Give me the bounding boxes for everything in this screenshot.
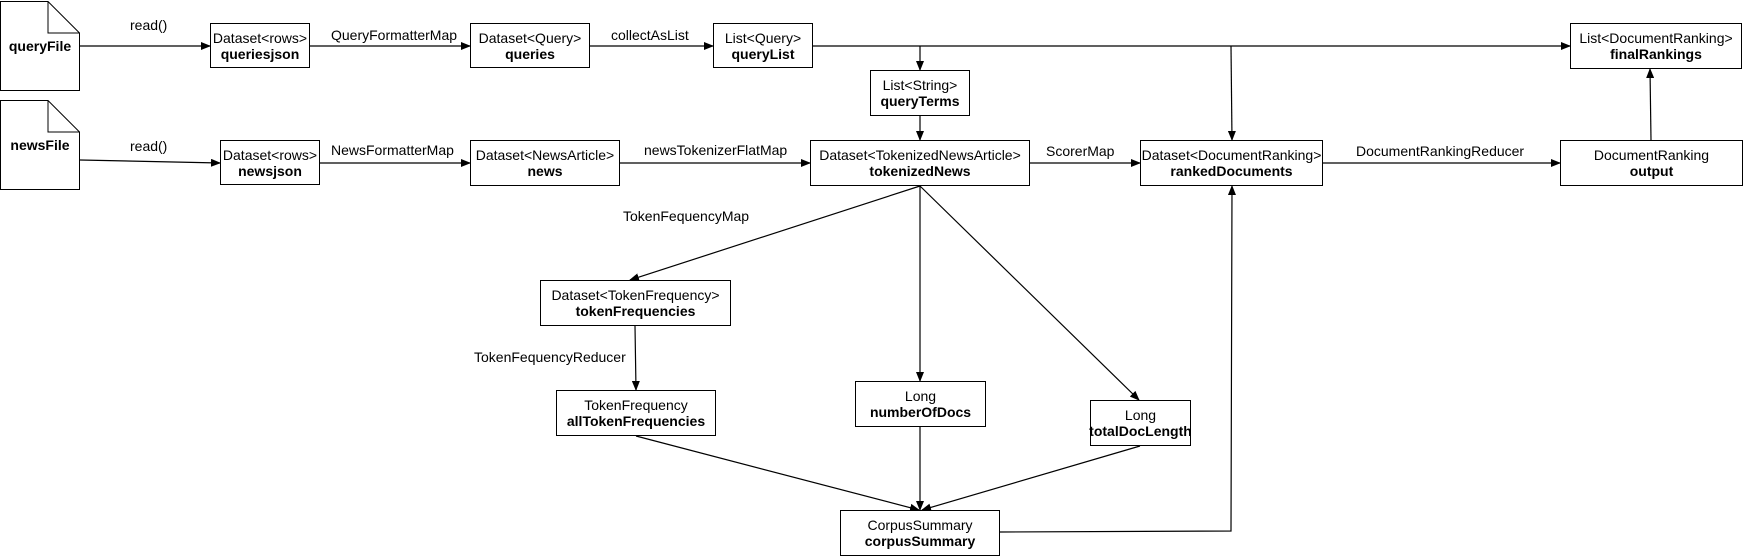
node-type: DocumentRanking xyxy=(1593,147,1710,163)
edge-label-collect-as-list: collectAsList xyxy=(611,27,689,43)
node-name: newsjson xyxy=(238,162,302,179)
node-type: Long xyxy=(904,388,937,404)
node-type: Dataset<NewsArticle> xyxy=(475,147,615,163)
node-name: corpusSummary xyxy=(864,533,976,549)
news-file-label: newsFile xyxy=(10,137,70,153)
edge-totaldoclength-corpussummary xyxy=(921,445,1141,512)
edge-tokenizednews-totaldoclength xyxy=(919,185,1140,401)
node-all-token-frequencies: TokenFrequency allTokenFrequencies xyxy=(556,390,716,436)
node-type: Dataset<rows> xyxy=(222,146,318,163)
node-name: finalRankings xyxy=(1610,46,1702,62)
node-type: Dataset<TokenizedNewsArticle> xyxy=(819,147,1021,163)
edge-newsjson-news xyxy=(320,158,470,163)
node-name: numberOfDocs xyxy=(869,404,972,420)
node-type: Dataset<TokenFrequency> xyxy=(551,287,720,303)
node-name: totalDocLength xyxy=(1089,423,1192,439)
edge-label-read-query: read() xyxy=(130,17,168,33)
edge-label-scorer-map: ScorerMap xyxy=(1046,143,1115,159)
node-name: output xyxy=(1629,163,1674,179)
edge-querylist-rankeddocuments xyxy=(1227,45,1236,141)
node-type: List<DocumentRanking> xyxy=(1579,30,1733,46)
node-type: List<Query> xyxy=(724,29,802,46)
edge-tokenfrequencies-alltokenfrequencies xyxy=(631,325,640,391)
edge-alltokenfrequencies-corpussummary xyxy=(635,435,920,512)
node-corpus-summary: CorpusSummary corpusSummary xyxy=(840,510,1000,556)
node-type: Dataset<rows> xyxy=(212,29,308,46)
edge-label-read-news: read() xyxy=(130,138,168,154)
edge-label-news-tokenizer-flat-map: newsTokenizerFlatMap xyxy=(644,142,788,158)
node-token-frequencies: Dataset<TokenFrequency> tokenFrequencies xyxy=(540,280,731,326)
node-type: CorpusSummary xyxy=(867,517,973,533)
node-ranked-documents: Dataset<DocumentRanking> rankedDocuments xyxy=(1140,140,1323,186)
node-type: Long xyxy=(1124,407,1157,423)
node-name: queryTerms xyxy=(880,93,960,109)
node-queries: Dataset<Query> queries xyxy=(470,23,590,68)
node-type: Dataset<DocumentRanking> xyxy=(1141,147,1322,163)
node-final-rankings: List<DocumentRanking> finalRankings xyxy=(1570,23,1742,69)
query-file-icon: queryFile xyxy=(0,1,80,91)
node-query-terms: List<String> queryTerms xyxy=(870,70,970,116)
node-query-list: List<Query> queryList xyxy=(713,23,813,68)
node-total-doc-length: Long totalDocLength xyxy=(1089,400,1192,446)
edge-label-news-formatter-map: NewsFormatterMap xyxy=(331,142,454,158)
edge-label-document-ranking-reducer: DocumentRankingReducer xyxy=(1356,143,1525,159)
node-name: queriesjson xyxy=(220,45,300,62)
node-name: allTokenFrequencies xyxy=(566,413,706,429)
node-name: tokenFrequencies xyxy=(575,303,696,319)
edge-tokenizednews-tokenfrequencies xyxy=(629,185,921,282)
node-news: Dataset<NewsArticle> news xyxy=(470,140,620,186)
node-name: tokenizedNews xyxy=(869,163,971,179)
node-newsjson: Dataset<rows> newsjson xyxy=(220,140,320,185)
node-type: TokenFrequency xyxy=(584,397,688,413)
edge-corpussummary-rankeddocuments xyxy=(999,185,1236,533)
node-tokenized-news: Dataset<TokenizedNewsArticle> tokenizedN… xyxy=(810,140,1030,186)
node-queriesjson: Dataset<rows> queriesjson xyxy=(210,23,310,68)
node-name: rankedDocuments xyxy=(1170,163,1293,179)
node-name: queries xyxy=(505,45,555,62)
edge-label-token-fequency-reducer: TokenFequencyReducer xyxy=(474,349,626,365)
news-file-icon: newsFile xyxy=(0,100,80,190)
node-type: Dataset<Query> xyxy=(478,29,582,46)
node-type: List<String> xyxy=(882,77,958,93)
edge-label-query-formatter-map: QueryFormatterMap xyxy=(331,27,458,43)
edge-label-token-fequency-map: TokenFequencyMap xyxy=(623,208,750,224)
node-name: queryList xyxy=(731,45,795,62)
node-output: DocumentRanking output xyxy=(1560,140,1743,186)
node-name: news xyxy=(527,163,563,179)
node-number-of-docs: Long numberOfDocs xyxy=(855,381,986,427)
edge-output-finalrankings xyxy=(1646,68,1655,141)
edge-newsfile-newsjson xyxy=(79,158,221,167)
query-file-label: queryFile xyxy=(8,38,72,54)
